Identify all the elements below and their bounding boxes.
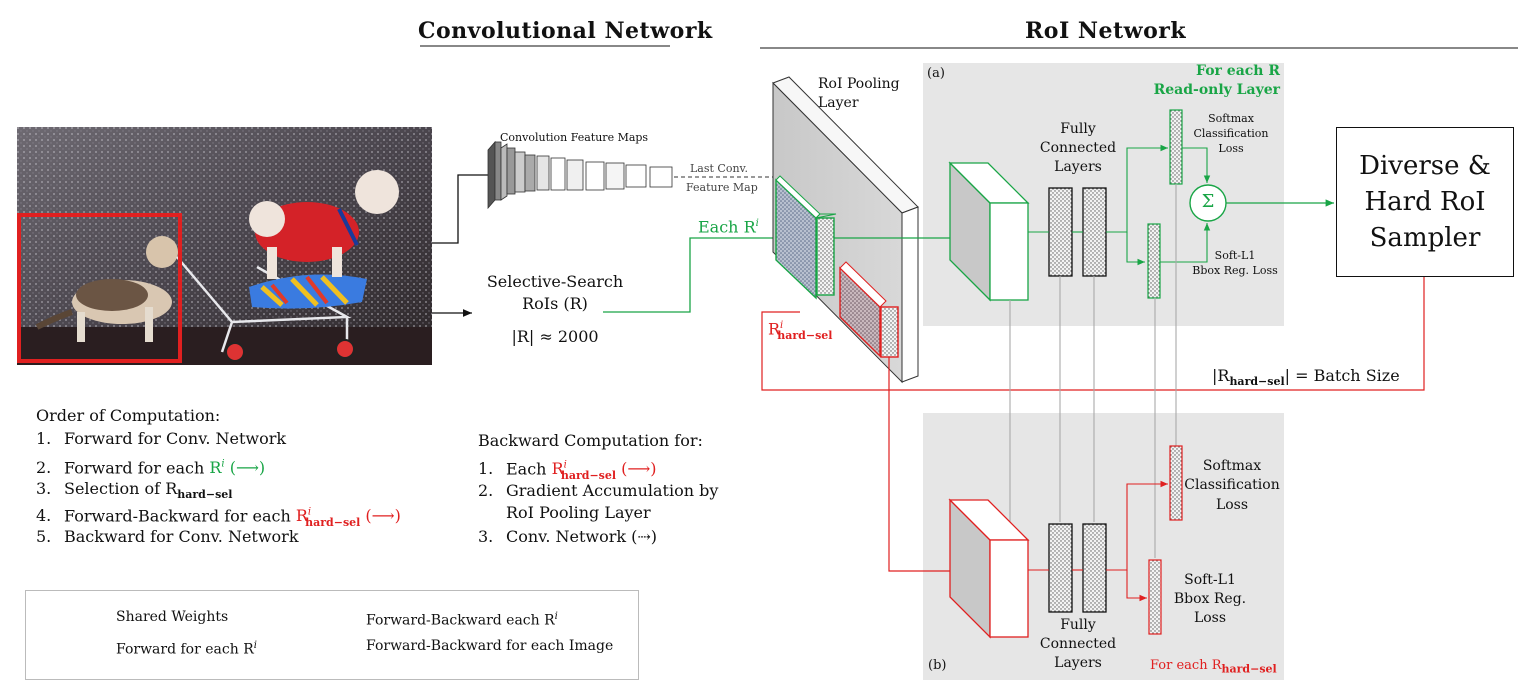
order-item-5: 5.Backward for Conv. Network (36, 527, 299, 546)
order-heading: Order of Computation: (36, 406, 221, 425)
fc-top-label-3: Layers (1054, 159, 1102, 175)
softl1-bot-label-3: Loss (1193, 610, 1227, 626)
backward-item-1: 1.Each Rihard−sel (⟶) (478, 459, 657, 482)
conv-feature-maps (487, 140, 673, 210)
softl1-bot-label-2: Bbox Reg. (1173, 591, 1247, 607)
legend (25, 590, 639, 680)
backward-item-2: 2.Gradient Accumulation by (478, 481, 719, 500)
panel-b-label: (b) (928, 658, 947, 673)
for-each-r-label: For each R (1196, 63, 1280, 79)
softl1-bot-label-1: Soft-L1 (1184, 572, 1236, 588)
batch-size-label: |Rhard−sel| = Batch Size (1212, 366, 1400, 389)
hard-roi-sampler: Diverse & Hard RoI Sampler (1336, 127, 1514, 277)
input-image (17, 127, 432, 365)
legend-shared-weights: Shared Weights (116, 609, 229, 625)
roi-count-label: |R| ≈ 2000 (511, 327, 599, 346)
roi-pooling-label-1: RoI Pooling (818, 76, 900, 92)
backward-heading: Backward Computation for: (478, 431, 703, 450)
r-hard-sel-label: Rihard−sel (768, 319, 833, 342)
last-conv-label-1: Last Conv. (690, 162, 748, 175)
for-each-hard-label: For each Rhard−sel (1150, 658, 1277, 676)
backward-item-2-cont: RoI Pooling Layer (506, 503, 651, 522)
roi-pooling-label-2: Layer (818, 95, 859, 111)
softmax-top-label-1: Softmax (1208, 112, 1254, 125)
order-item-1: 1.Forward for Conv. Network (36, 429, 287, 448)
softmax-top-label-2: Classification (1193, 127, 1269, 140)
conv-network-title: Convolutional Network (418, 18, 713, 44)
each-r-label: Each Ri (698, 217, 759, 237)
conv-feature-maps-label: Convolution Feature Maps (500, 131, 649, 144)
fc-bot-label-1: Fully (1060, 617, 1096, 633)
legend-forward-backward-image: Forward-Backward for each Image (366, 638, 614, 654)
legend-forward-backward-each: Forward-Backward each Ri (366, 611, 558, 629)
selective-search-label-1: Selective-Search (486, 272, 624, 291)
last-conv-label-2: Feature Map (686, 181, 758, 194)
sigma-icon: Σ (1201, 191, 1215, 212)
panel-a-label: (a) (927, 66, 945, 81)
legend-forward-each: Forward for each Ri (116, 640, 257, 658)
backward-item-3: 3.Conv. Network (⇢) (478, 527, 658, 546)
order-item-4: 4.Forward-Backward for each Rihard−sel (… (36, 506, 401, 529)
fc-top-label-1: Fully (1060, 121, 1096, 137)
softl1-top-label-2: Bbox Reg. Loss (1192, 264, 1278, 277)
softl1-top-label-1: Soft-L1 (1214, 249, 1256, 262)
fc-bot-label-2: Connected (1039, 636, 1117, 652)
selected-roi-box (17, 213, 182, 363)
read-only-label: Read-only Layer (1153, 82, 1280, 98)
softmax-bot-label-3: Loss (1215, 497, 1249, 513)
softmax-top-label-3: Loss (1218, 142, 1244, 155)
order-item-2: 2.Forward for each Ri (⟶) (36, 458, 266, 478)
fc-bot-label-3: Layers (1054, 655, 1102, 671)
softmax-bot-label-2: Classification (1184, 477, 1280, 493)
fc-top-label-2: Connected (1039, 140, 1117, 156)
softmax-bot-label-1: Softmax (1202, 458, 1262, 474)
roi-network-title: RoI Network (1025, 18, 1187, 44)
order-item-3: 3.Selection of Rhard−sel (36, 479, 233, 502)
selective-search-label-2: RoIs (R) (522, 294, 588, 313)
